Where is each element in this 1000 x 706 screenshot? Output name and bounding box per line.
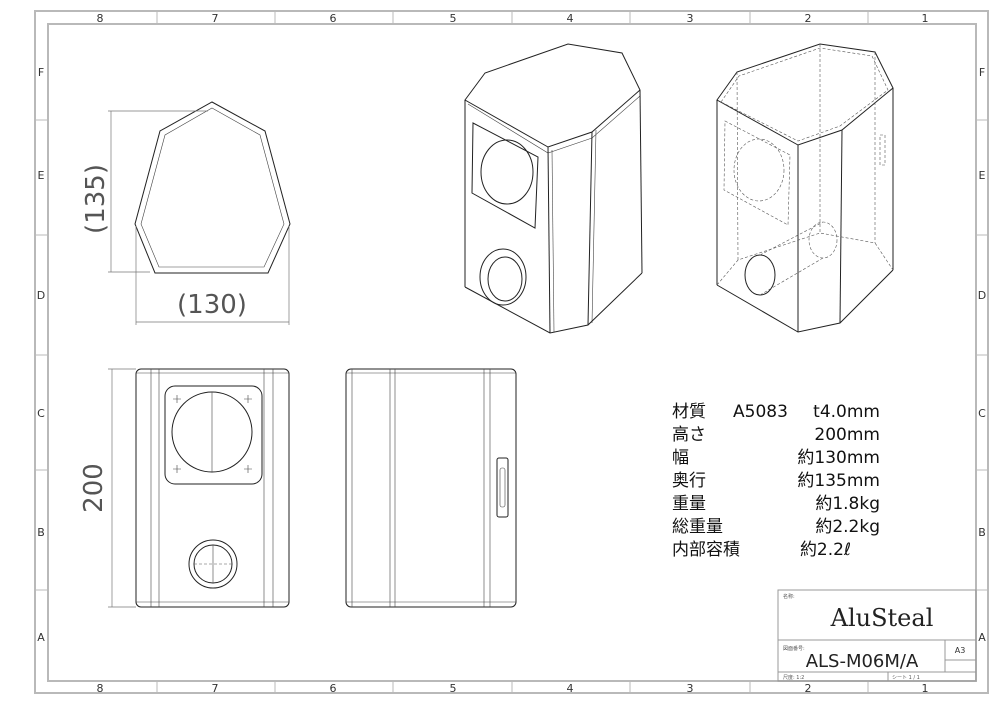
column-labels-top: 8 7 6 5 4 3 2 1 [97, 12, 929, 25]
zone-label: E [38, 169, 45, 182]
zone-label: D [978, 289, 986, 302]
paper-size: A3 [955, 646, 966, 655]
zone-label: 5 [450, 12, 457, 25]
height-dimension: 200 [79, 463, 109, 513]
zone-label: 4 [567, 12, 574, 25]
spec-value: 200mm [814, 425, 880, 445]
sheet-number: シート 1 / 1 [892, 675, 920, 681]
spec-label: 奥行 [672, 471, 706, 491]
row-labels-left: F E D C B A [37, 66, 45, 644]
spec-label: 高さ [672, 425, 706, 445]
drawing-number: ALS-M06M/A [806, 651, 919, 672]
width-dimension: (130) [177, 290, 247, 320]
zone-label: 2 [805, 12, 812, 25]
zone-ticks [35, 11, 988, 693]
drawing-name: AluSteal [830, 604, 934, 632]
spec-label: 幅 [672, 448, 689, 468]
zone-label: F [38, 66, 44, 79]
front-view: 200 [79, 368, 290, 608]
zone-label: A [978, 631, 986, 644]
zone-label: 6 [330, 682, 337, 695]
zone-label: C [37, 407, 45, 420]
title-block: 名称: AluSteal 図面番号: ALS-M06M/A A3 尺度: 1:2… [777, 589, 977, 682]
zone-label: 1 [922, 682, 929, 695]
zone-label: 7 [212, 682, 219, 695]
spec-label: 材質 [672, 402, 706, 422]
zone-label: 8 [97, 682, 104, 695]
zone-label: 3 [687, 12, 694, 25]
spec-value: t4.0mm [813, 402, 880, 422]
spec-material: A5083 [733, 402, 788, 422]
zone-label: 7 [212, 12, 219, 25]
spec-label: 重量 [672, 494, 706, 514]
spec-value: 約130mm [797, 448, 880, 468]
zone-label: 1 [922, 12, 929, 25]
spec-label: 総重量 [672, 517, 723, 537]
spec-value: 約135mm [797, 471, 880, 491]
spec-value: 約2.2kg [815, 517, 880, 537]
drawing-no-label: 図面番号: [783, 645, 805, 652]
outer-border [34, 10, 989, 694]
zone-label: C [978, 407, 986, 420]
wireframe-view [716, 43, 894, 333]
zone-label: A [37, 631, 45, 644]
zone-label: 3 [687, 682, 694, 695]
scale: 尺度: 1:2 [783, 674, 804, 681]
depth-dimension: (135) [81, 164, 111, 234]
zone-label: 2 [805, 682, 812, 695]
connector-plate [496, 457, 509, 518]
spec-label: 内部容積 [672, 540, 740, 560]
isometric-view [464, 43, 643, 334]
zone-label: D [37, 289, 45, 302]
row-labels-right: F E D C B A [978, 66, 986, 644]
zone-label: 8 [97, 12, 104, 25]
zone-label: E [979, 169, 986, 182]
zone-label: F [979, 66, 985, 79]
top-view: (135) (130) [81, 101, 291, 325]
spec-value: 約2.2ℓ [800, 540, 851, 560]
zone-label: B [978, 526, 986, 539]
name-label: 名称: [783, 593, 795, 600]
side-view [345, 368, 517, 608]
spec-value: 約1.8kg [815, 494, 880, 514]
zone-label: 5 [450, 682, 457, 695]
zone-label: 6 [330, 12, 337, 25]
spec-table: 材質 A5083 t4.0mm 高さ 200mm 幅 約130mm 奥行 約13… [672, 402, 880, 560]
zone-label: B [37, 526, 45, 539]
zone-label: 4 [567, 682, 574, 695]
column-labels-bottom: 8 7 6 5 4 3 2 1 [97, 682, 929, 695]
